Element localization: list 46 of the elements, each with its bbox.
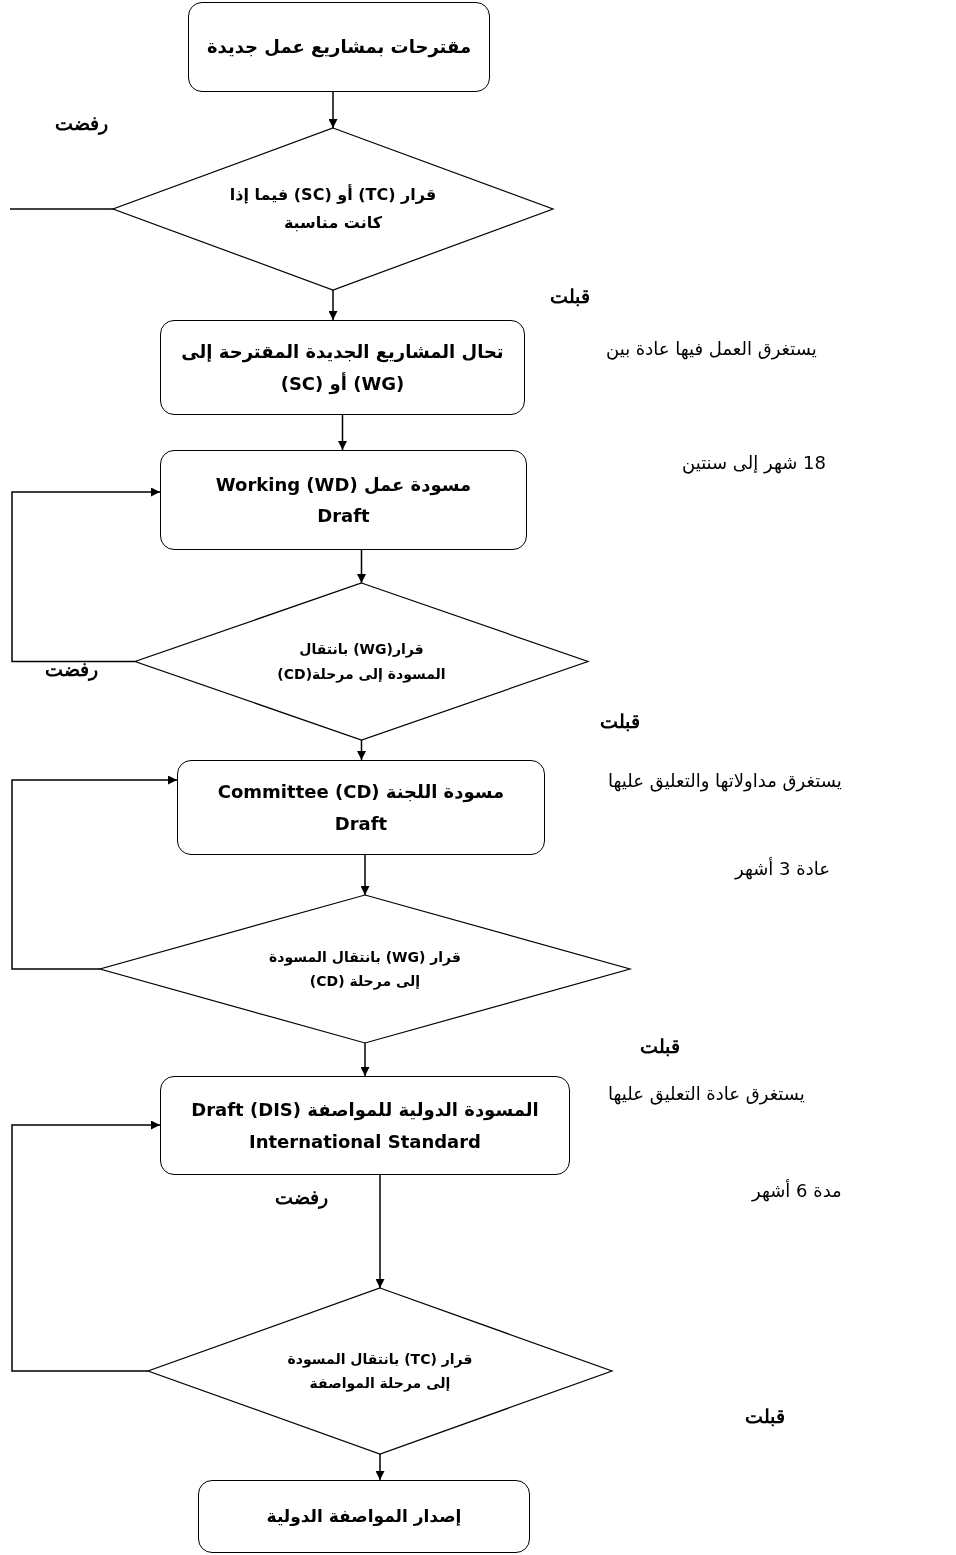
process-box	[188, 2, 490, 92]
arrow	[375, 1174, 385, 1289]
arrow	[338, 414, 347, 451]
decision-outcome-label: رفضت	[275, 1186, 328, 1209]
arrow	[360, 854, 370, 896]
duration-note: عادة 3 أشهر	[735, 858, 830, 879]
decision-outcome-label: قبلت	[600, 710, 640, 733]
node-text: مقترحات بمشاريع عمل جديدة	[205, 35, 473, 60]
duration-note: يستغرق مداولاتها والتعليق عليها	[608, 770, 842, 791]
arrow	[375, 1453, 385, 1481]
node-text: قرار (TC) بانتقال المسودة إلى مرحلة المواصفة	[286, 1349, 474, 1394]
node-text: قرار (WG) بانتقال المسودة إلى مرحلة (CD)	[268, 947, 462, 992]
node-text: مسودة عمل (WD) Working Draft	[214, 472, 473, 528]
duration-note: مدة 6 أشهر	[752, 1180, 842, 1201]
arrow	[357, 549, 366, 584]
node-text: قرار (TC) أو (SC) فيما إذا كانت مناسبة	[228, 183, 438, 234]
node-text: إصدار المواصفة الدولية	[265, 1504, 463, 1528]
decision-outcome-label: قبلت	[550, 285, 590, 308]
duration-note: يستغرق عادة التعليق عليها	[608, 1083, 805, 1104]
duration-note: 18 شهر إلى سنتين	[682, 452, 826, 473]
feedback-arrow	[11, 775, 178, 970]
process-box	[198, 1480, 530, 1553]
process-box	[160, 1076, 570, 1175]
node-text: المسودة الدولية للمواصفة (DIS) Draft International Standard	[190, 1098, 540, 1154]
duration-note: يستغرق العمل فيها عادة بين	[606, 338, 817, 359]
decision-outcome-label: رفضت	[45, 658, 98, 681]
arrow	[357, 739, 366, 761]
process-box	[177, 760, 545, 855]
decision-diamond	[135, 583, 588, 740]
feedback-arrow	[11, 1120, 161, 1372]
decision-outcome-label: قبلت	[640, 1035, 680, 1058]
arrow	[328, 91, 338, 129]
decision-diamond	[148, 1288, 612, 1454]
process-box	[160, 450, 527, 550]
decision-diamond	[113, 128, 553, 290]
process-box	[160, 320, 525, 415]
node-text: تحال المشاريع الجديدة المقترحة إلى (WG) أو (SC)	[180, 340, 505, 397]
arrow	[328, 289, 338, 321]
decision-outcome-label: رفضت	[55, 112, 108, 135]
decision-diamond	[100, 895, 630, 1043]
node-text: مسودة اللجنة (CD) Committee Draft	[216, 780, 506, 836]
arrow	[360, 1042, 370, 1077]
decision-outcome-label: قبلت	[745, 1405, 785, 1428]
node-text: قرار(WG) بانتقال المسودة إلى مرحلة(CD)	[276, 640, 447, 685]
feedback-arrow	[11, 487, 161, 663]
connector-line	[9, 208, 114, 210]
